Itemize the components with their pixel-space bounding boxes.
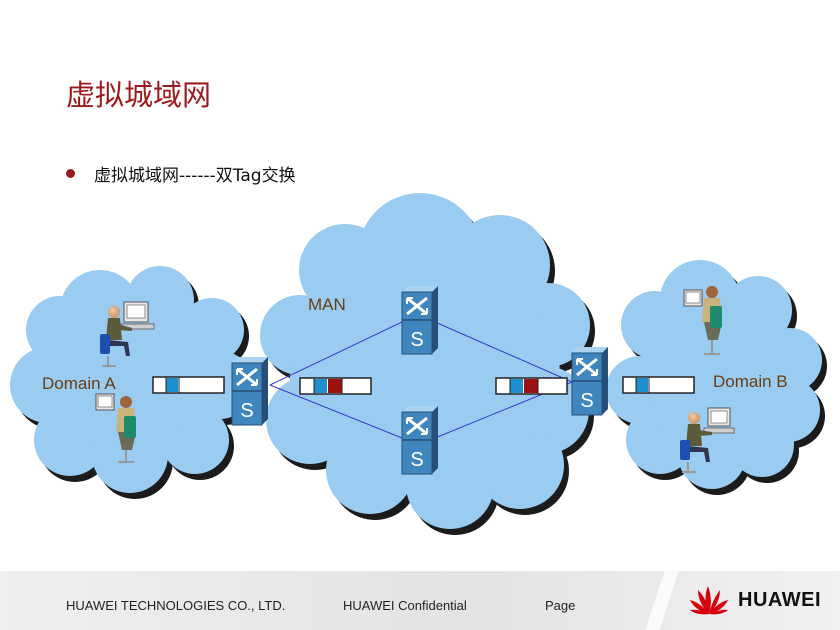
bullet-dot-icon	[66, 168, 75, 178]
huawei-logo: HUAWEI	[688, 584, 821, 616]
slide-title: 虚拟城域网	[66, 78, 212, 112]
frame-double-tag-left	[299, 377, 372, 395]
link-top-right	[434, 321, 573, 383]
user-workstation-icon	[95, 393, 136, 463]
switch-core-bottom: S	[401, 406, 438, 475]
bullet-item: 虚拟城域网------双Tag交换	[66, 161, 296, 186]
switch-edge-right: S	[571, 347, 608, 416]
link-left-top	[269, 321, 403, 386]
domain-a-cloud	[10, 266, 259, 499]
user-workstation-icon	[100, 301, 155, 367]
huawei-petal-icon	[690, 586, 728, 615]
frame-single-tag-left	[152, 376, 225, 394]
switch-edge-left: S	[231, 357, 268, 426]
switch-core-bottom-label: S	[410, 449, 423, 471]
footer-bar: HUAWEI TECHNOLOGIES CO., LTD. HUAWEI Con…	[0, 571, 840, 630]
switch-edge-right-label: S	[580, 390, 593, 412]
switch-edge-left-label: S	[240, 400, 253, 422]
link-left-bottom	[269, 384, 403, 439]
man-cloud	[260, 193, 595, 535]
user-workstation-icon	[680, 407, 735, 473]
footer-company: HUAWEI TECHNOLOGIES CO., LTD.	[66, 598, 286, 613]
man-label: MAN	[308, 295, 346, 314]
switch-core-top-label: S	[410, 329, 423, 351]
network-diagram: MAN Domain A Domain B S	[10, 193, 827, 535]
bullet-text: 虚拟城域网------双Tag交换	[94, 165, 296, 186]
frame-double-tag-right	[495, 377, 568, 395]
logo-text: HUAWEI	[738, 588, 821, 611]
footer-confidential: HUAWEI Confidential	[343, 598, 467, 613]
domain-b-label: Domain B	[713, 372, 788, 391]
user-workstation-icon	[683, 286, 722, 355]
domain-a-label: Domain A	[42, 374, 116, 393]
footer-divider	[645, 571, 679, 630]
footer-page-label: Page	[545, 598, 576, 613]
switch-core-top: S	[401, 286, 438, 355]
frame-single-tag-right	[622, 376, 695, 394]
